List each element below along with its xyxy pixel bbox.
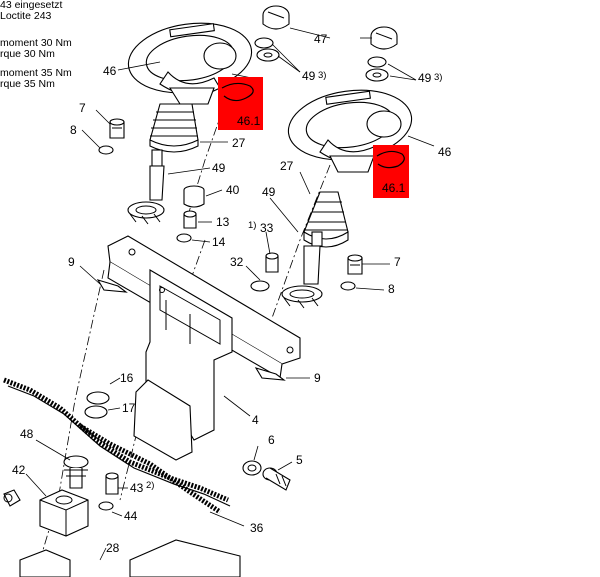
note-line-5: moment 35 Nm (0, 67, 72, 79)
chain-upper (3, 377, 229, 503)
callout-46-right: 46 (438, 145, 452, 159)
callout-44: 44 (124, 509, 138, 523)
footnote-2: 2) (146, 480, 154, 491)
footnote-1: 1) (248, 220, 256, 231)
column-shaft-right (281, 231, 323, 309)
bracket-9-right (254, 367, 286, 381)
nut-6 (242, 460, 262, 476)
callout-9-left: 9 (68, 255, 75, 269)
callout-6: 6 (268, 433, 275, 447)
bolt-7-left (109, 118, 125, 139)
bolt-33 (265, 252, 279, 273)
base-plate-28 (129, 539, 241, 577)
callout-33: 33 (260, 221, 274, 235)
washer-32 (250, 280, 270, 292)
callout-27-right: 27 (280, 159, 294, 173)
callout-27-left: 27 (232, 136, 246, 150)
callout-49-shaft-right: 49 (262, 185, 276, 199)
callout-46-left: 46 (103, 64, 117, 78)
callout-labels: 47 46 49 3) 49 3) 46 7 8 27 49 40 13 14 … (12, 32, 452, 555)
washer-8-right (340, 281, 356, 291)
bushing-40 (183, 185, 205, 208)
ring-16 (86, 391, 110, 405)
callout-32: 32 (230, 255, 244, 269)
callout-36: 36 (250, 521, 264, 535)
washer-49-right-b (365, 68, 389, 82)
boot-27-right (303, 191, 349, 248)
label-46-1-right: 46.1 (382, 181, 406, 195)
callout-5: 5 (296, 453, 303, 467)
steering-wheel-right (287, 89, 413, 173)
callout-7-left: 7 (79, 101, 86, 115)
bolt-43 (105, 472, 119, 495)
chain-upper-edge (7, 385, 231, 507)
ring-17 (84, 405, 108, 419)
note-line-6: rque 35 Nm (0, 78, 55, 90)
callout-28: 28 (106, 541, 120, 555)
steering-wheel-left (127, 22, 253, 105)
callout-40: 40 (226, 183, 240, 197)
bolt-13 (183, 210, 197, 229)
washer-44 (98, 501, 114, 511)
note-line-4: rque 30 Nm (0, 48, 55, 60)
callout-48: 48 (20, 427, 34, 441)
note-line-1: 43 eingesetzt (0, 0, 63, 11)
callout-43: 43 (130, 481, 144, 495)
footnote-3-left: 3) (318, 70, 326, 81)
highlight-46-1-left[interactable]: 46.1 (218, 77, 263, 130)
callout-17: 17 (122, 401, 136, 415)
boot-27-left (149, 103, 199, 153)
callout-14: 14 (212, 235, 226, 249)
callout-9-right: 9 (314, 371, 321, 385)
frame-4 (107, 235, 301, 461)
note-line-2: Loctite 243 (0, 10, 52, 22)
bolt-7-right (347, 254, 363, 275)
column-shaft-left (127, 149, 165, 225)
cap-47-left (262, 5, 290, 30)
sprocket-48 (63, 455, 89, 489)
axis-line-left-lower (39, 269, 105, 561)
washer-8-left (98, 145, 114, 155)
callout-49-left: 49 (302, 69, 316, 83)
housing-42 (3, 489, 89, 537)
callout-49-right: 49 (418, 71, 432, 85)
leader-lines (25, 27, 435, 561)
washer-49-left-a (254, 37, 274, 49)
highlight-46-1-right[interactable]: 46.1 (373, 145, 409, 198)
callout-49-shaft-left: 49 (212, 161, 226, 175)
label-46-1-left: 46.1 (237, 114, 261, 128)
callout-4: 4 (252, 413, 259, 427)
callout-8-left: 8 (70, 123, 77, 137)
axis-line-right-upper (271, 164, 331, 319)
cap-47-right (370, 26, 398, 50)
callout-8-right: 8 (388, 282, 395, 296)
footnote-3-right: 3) (434, 72, 442, 83)
callout-13: 13 (216, 215, 230, 229)
bolt-5 (262, 467, 291, 491)
callout-42: 42 (12, 463, 26, 477)
note-line-3: moment 30 Nm (0, 37, 72, 49)
callout-7-right: 7 (394, 255, 401, 269)
bracket-9-left (96, 279, 128, 293)
chain-lower (78, 423, 222, 515)
washer-14 (176, 233, 192, 243)
washer-49-right-a (367, 56, 387, 68)
base-block-left (19, 549, 71, 577)
callout-47: 47 (314, 32, 328, 46)
washer-49-left-b (256, 48, 280, 62)
callout-16: 16 (120, 371, 134, 385)
